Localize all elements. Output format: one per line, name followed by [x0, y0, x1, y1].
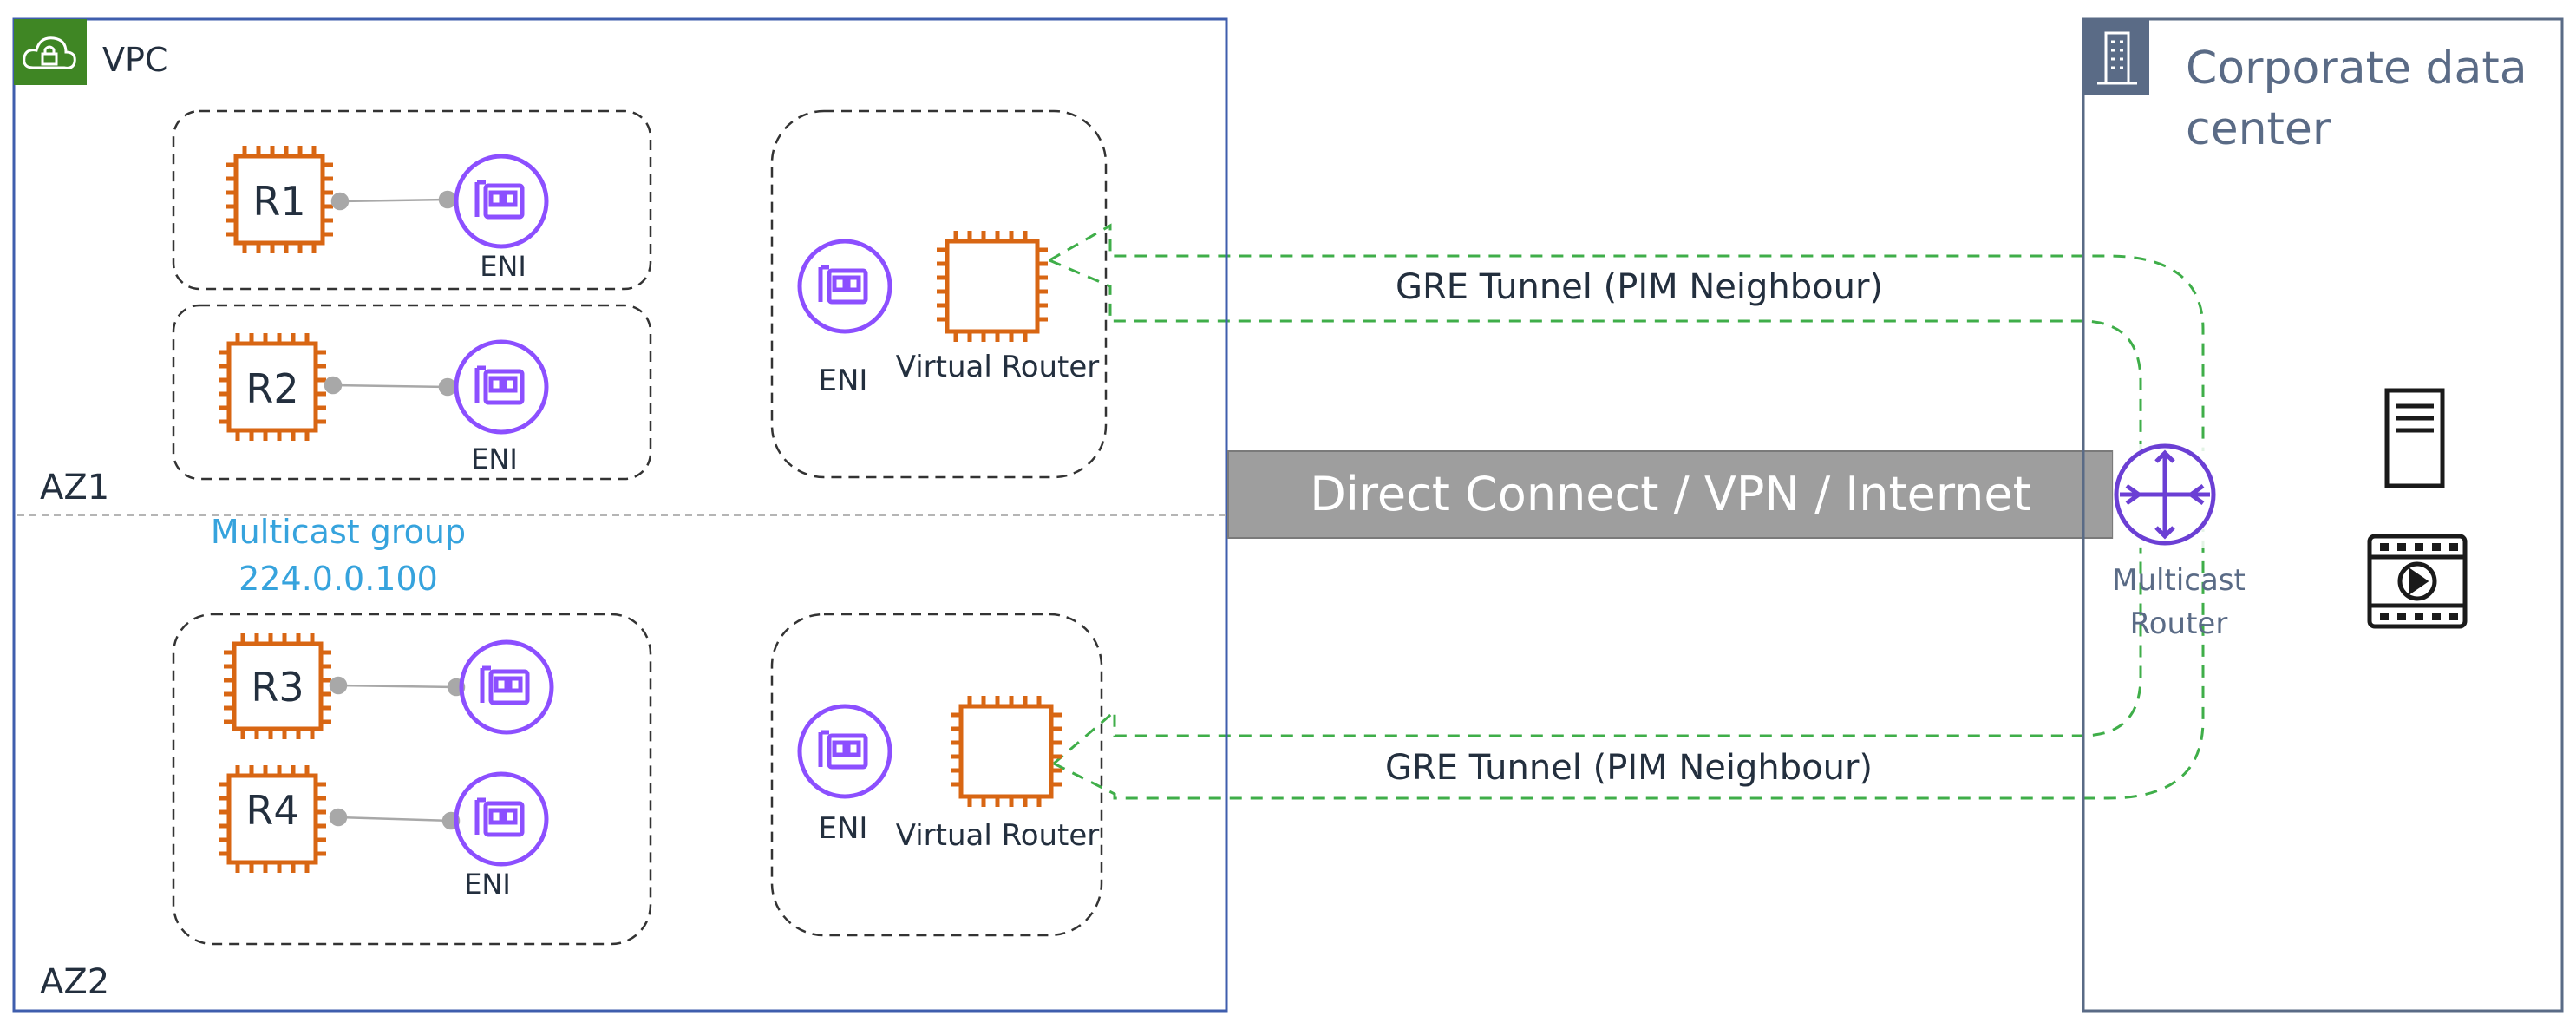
datacenter-title-line2: center — [2186, 103, 2331, 155]
eni-label-router-az1: ENI — [819, 364, 868, 398]
eni-icon — [454, 771, 549, 867]
gre-tunnel-bottom-label: GRE Tunnel (PIM Neighbour) — [1385, 748, 1873, 788]
eni-r4: ENI — [454, 771, 549, 901]
gre-tunnel-top — [1049, 223, 2205, 451]
receiver-label-r2: R2 — [245, 365, 298, 412]
eni-icon — [797, 239, 892, 334]
eni-icon — [454, 154, 549, 249]
server-icon — [2384, 388, 2445, 488]
ec2-instance-r3: R3 — [224, 633, 331, 739]
az2-label: AZ2 — [40, 962, 109, 1002]
eni-label-r2: ENI — [471, 442, 518, 475]
datacenter-container — [2082, 17, 2564, 1013]
video-icon — [2367, 534, 2468, 629]
ec2-instance-r1: R1 — [226, 146, 333, 253]
eni-r2: ENI — [454, 339, 549, 475]
building-icon — [2097, 31, 2137, 85]
datacenter-title-line1: Corporate data — [2186, 43, 2527, 95]
eni-icon — [459, 639, 554, 735]
ec2-instance-r4: R4 — [219, 765, 326, 873]
virtual-router-label-az2: Virtual Router — [896, 818, 1100, 853]
receiver-label-r3: R3 — [251, 664, 304, 711]
receiver-label-r1: R1 — [252, 178, 305, 225]
subnet-box-router-az1 — [770, 109, 1108, 479]
datacenter-badge — [2083, 19, 2149, 95]
az1-label: AZ1 — [40, 468, 109, 508]
eni-r1: ENI — [454, 154, 549, 283]
subnet-box-router-az2 — [770, 613, 1103, 937]
ec2-instance-r2: R2 — [219, 333, 326, 441]
ec2-instance-icon — [226, 146, 333, 253]
eni-label-r1: ENI — [480, 250, 526, 283]
eni-r3 — [459, 639, 554, 735]
subnet-box-r1 — [172, 109, 652, 291]
eni-icon — [454, 339, 549, 435]
subnet-box-r2 — [172, 304, 652, 481]
subnet-box-r3-r4 — [172, 613, 652, 946]
eni-router-az2: ENI — [797, 704, 892, 846]
gre-tunnel-bottom — [1053, 529, 2205, 800]
cloud-lock-icon — [23, 36, 76, 69]
vpc-title: VPC — [102, 41, 167, 79]
receiver-label-r4: R4 — [245, 787, 298, 834]
multicast-group-line1: Multicast group — [211, 513, 466, 551]
eni-icon — [797, 704, 892, 799]
receiver-eni-connectors — [324, 190, 466, 830]
virtual-router-az1: Virtual Router — [896, 231, 1100, 384]
direct-connect-label: Direct Connect / VPN / Internet — [1310, 467, 2031, 521]
gre-tunnel-top-label: GRE Tunnel (PIM Neighbour) — [1396, 267, 1883, 307]
virtual-router-label-az1: Virtual Router — [896, 350, 1100, 384]
multicast-router-line2: Router — [2130, 606, 2228, 641]
direct-connect-bar: Direct Connect / VPN / Internet — [1227, 450, 2114, 539]
multicast-router-line1: Multicast — [2112, 563, 2246, 598]
ec2-instance-icon — [219, 333, 326, 441]
virtual-router-az2: Virtual Router — [896, 696, 1100, 853]
multicast-group-line2: 224.0.0.100 — [239, 560, 438, 598]
eni-router-az1: ENI — [797, 239, 892, 398]
ec2-instance-icon — [937, 231, 1048, 342]
ec2-instance-icon — [951, 696, 1062, 807]
ec2-instance-icon — [224, 633, 331, 739]
eni-label-r4: ENI — [464, 868, 511, 901]
vpc-container — [12, 17, 1228, 1013]
multicast-router: Multicast Router — [2112, 443, 2246, 641]
ec2-instance-icon — [219, 765, 326, 873]
router-icon — [2114, 443, 2216, 546]
vpc-badge — [14, 19, 87, 85]
eni-label-router-az2: ENI — [819, 811, 868, 846]
